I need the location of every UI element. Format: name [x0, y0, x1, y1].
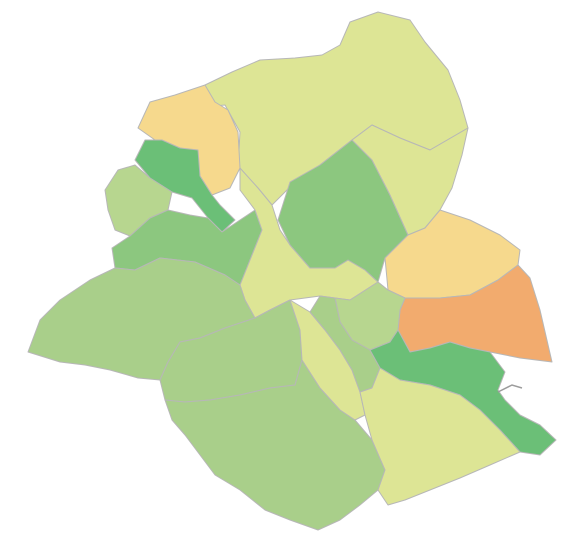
region-east-top[interactable]	[351, 124, 469, 236]
region-southeast[interactable]	[359, 367, 521, 506]
region-southwest[interactable]	[27, 257, 256, 381]
river-line	[497, 384, 523, 393]
region-northwest-center[interactable]	[134, 139, 236, 233]
